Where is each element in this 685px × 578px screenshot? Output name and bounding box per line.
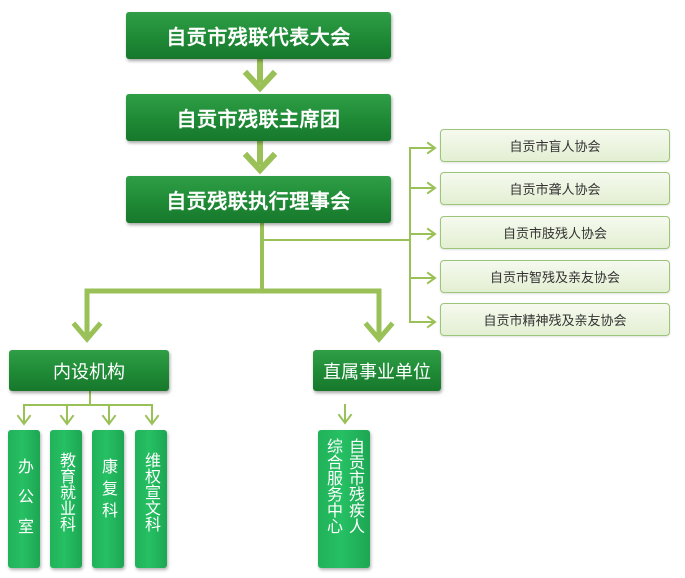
service-center-box: 自贡市残疾人 综合服务中心 bbox=[318, 430, 370, 568]
office-box-education: 教育就业科 bbox=[50, 430, 82, 568]
affiliated-unit-box: 直属事业单位 bbox=[313, 350, 441, 391]
executive-council-box: 自贡残联执行理事会 bbox=[126, 176, 391, 223]
internal-dept-box: 内设机构 bbox=[9, 350, 169, 391]
association-physical: 自贡市肢残人协会 bbox=[440, 216, 670, 249]
presidium-box: 自贡市残联主席团 bbox=[126, 94, 391, 141]
association-blind-label: 自贡市盲人协会 bbox=[509, 140, 601, 155]
service-center-col1: 自贡市残疾人 bbox=[346, 438, 365, 534]
congress-label: 自贡市残联代表大会 bbox=[166, 25, 351, 49]
association-physical-label: 自贡市肢残人协会 bbox=[502, 227, 607, 242]
office-rights-label: 维权宣文科 bbox=[142, 452, 161, 532]
office-education-label: 教育就业科 bbox=[57, 452, 76, 532]
association-deaf: 自贡市聋人协会 bbox=[440, 172, 670, 205]
office-box-rehab: 康复科 bbox=[92, 430, 124, 568]
service-center-col2: 综合服务中心 bbox=[324, 438, 343, 534]
executive-council-label: 自贡残联执行理事会 bbox=[166, 189, 351, 213]
presidium-label: 自贡市残联主席团 bbox=[176, 107, 341, 131]
association-mental-label: 自贡市精神残及亲友协会 bbox=[483, 314, 627, 329]
internal-dept-label: 内设机构 bbox=[53, 361, 125, 383]
office-rehab-label: 康复科 bbox=[99, 458, 118, 524]
association-intellectual: 自贡市智残及亲友协会 bbox=[440, 260, 670, 293]
association-blind: 自贡市盲人协会 bbox=[440, 129, 670, 162]
association-deaf-label: 自贡市聋人协会 bbox=[509, 183, 601, 198]
office-general-label: 办公室 bbox=[15, 458, 34, 548]
office-box-general: 办公室 bbox=[8, 430, 40, 568]
affiliated-unit-label: 直属事业单位 bbox=[323, 361, 431, 383]
office-box-rights: 维权宣文科 bbox=[135, 430, 167, 568]
congress-box: 自贡市残联代表大会 bbox=[126, 12, 391, 59]
association-mental: 自贡市精神残及亲友协会 bbox=[440, 303, 670, 336]
association-intellectual-label: 自贡市智残及亲友协会 bbox=[489, 271, 620, 286]
